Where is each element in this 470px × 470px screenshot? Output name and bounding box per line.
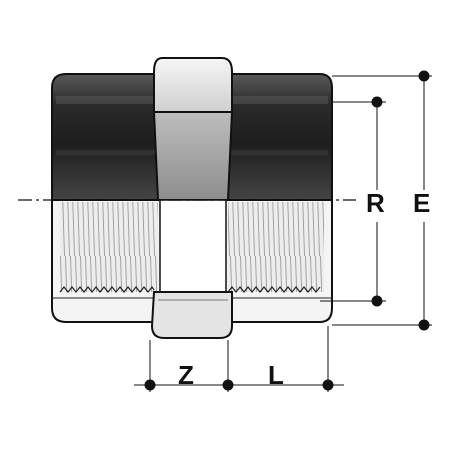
label-z: Z (178, 360, 194, 390)
label-r: R (366, 188, 385, 218)
left-thread (60, 202, 158, 292)
right-thread (228, 202, 324, 292)
dimension-e (332, 70, 432, 331)
dimension-r (320, 96, 386, 307)
label-l: L (268, 360, 284, 390)
dimension-z-l (134, 326, 344, 392)
label-e: E (413, 188, 430, 218)
hex-nut (150, 57, 234, 339)
